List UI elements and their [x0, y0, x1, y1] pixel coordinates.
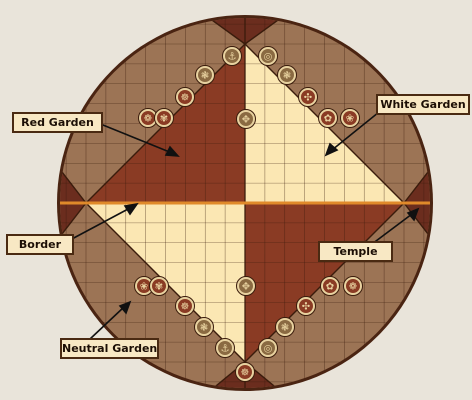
knotweed-tile-glyph: ✣ — [304, 93, 312, 104]
lily-tile[interactable]: ❃ — [278, 66, 297, 85]
lily-tile-glyph: ❃ — [283, 71, 291, 82]
boat-tile[interactable]: ⚓ — [216, 339, 235, 358]
lily-tile-glyph: ❃ — [281, 323, 289, 334]
wheel-tile-glyph: ☸ — [181, 302, 190, 313]
knotweed-tile-glyph: ✣ — [302, 302, 310, 313]
center-knot-tile-glyph: ✥ — [242, 115, 250, 126]
rock-tile-glyph: ◎ — [264, 344, 273, 355]
knotweed-tile[interactable]: ✣ — [297, 297, 316, 316]
wheel-tile[interactable]: ☸ — [176, 88, 195, 107]
rose-tile[interactable]: ❁ — [344, 277, 363, 296]
rose-tile-glyph: ❁ — [349, 282, 357, 293]
orchid-tile-glyph: ❀ — [346, 114, 354, 125]
boat-tile-glyph: ⚓ — [221, 344, 230, 355]
orchid-tile-glyph: ❀ — [140, 282, 148, 293]
boat-tile-glyph: ⚓ — [228, 52, 237, 63]
white-garden-label: White Garden — [376, 94, 470, 115]
lily-tile[interactable]: ❃ — [195, 318, 214, 337]
lily-tile[interactable]: ❃ — [196, 66, 215, 85]
lily-tile-glyph: ❃ — [201, 71, 209, 82]
lily-tile[interactable]: ❃ — [276, 318, 295, 337]
chrysanthemum-tile[interactable]: ✾ — [155, 109, 174, 128]
white-lotus-tile-glyph: ☸ — [241, 368, 250, 379]
rock-tile-glyph: ◎ — [264, 52, 273, 63]
jasmine-tile[interactable]: ✿ — [321, 277, 340, 296]
jasmine-tile-glyph: ✿ — [324, 114, 332, 125]
rock-tile[interactable]: ◎ — [259, 339, 278, 358]
red-garden-label: Red Garden — [12, 112, 103, 133]
jasmine-tile-glyph: ✿ — [326, 282, 334, 293]
center-knot-tile-glyph: ✥ — [242, 282, 250, 293]
knotweed-tile[interactable]: ✣ — [299, 88, 318, 107]
chrysanthemum-tile[interactable]: ✾ — [150, 277, 169, 296]
center-knot-tile[interactable]: ✥ — [237, 110, 256, 129]
boat-tile[interactable]: ⚓ — [223, 47, 242, 66]
wheel-tile[interactable]: ☸ — [176, 297, 195, 316]
temple-label: Temple — [318, 241, 393, 262]
orchid-tile[interactable]: ❀ — [341, 109, 360, 128]
jasmine-tile[interactable]: ✿ — [319, 109, 338, 128]
border-label: Border — [6, 234, 74, 255]
white-lotus-tile[interactable]: ☸ — [236, 363, 255, 382]
rock-tile[interactable]: ◎ — [259, 47, 278, 66]
lily-tile-glyph: ❃ — [200, 323, 208, 334]
neutral-garden-label: Neutral Garden — [60, 338, 159, 359]
center-knot-tile[interactable]: ✥ — [237, 277, 256, 296]
chrysanthemum-tile-glyph: ✾ — [155, 282, 163, 293]
chrysanthemum-tile-glyph: ✾ — [160, 114, 168, 125]
wheel-tile-glyph: ☸ — [181, 93, 190, 104]
rose-tile-glyph: ❁ — [144, 114, 152, 125]
